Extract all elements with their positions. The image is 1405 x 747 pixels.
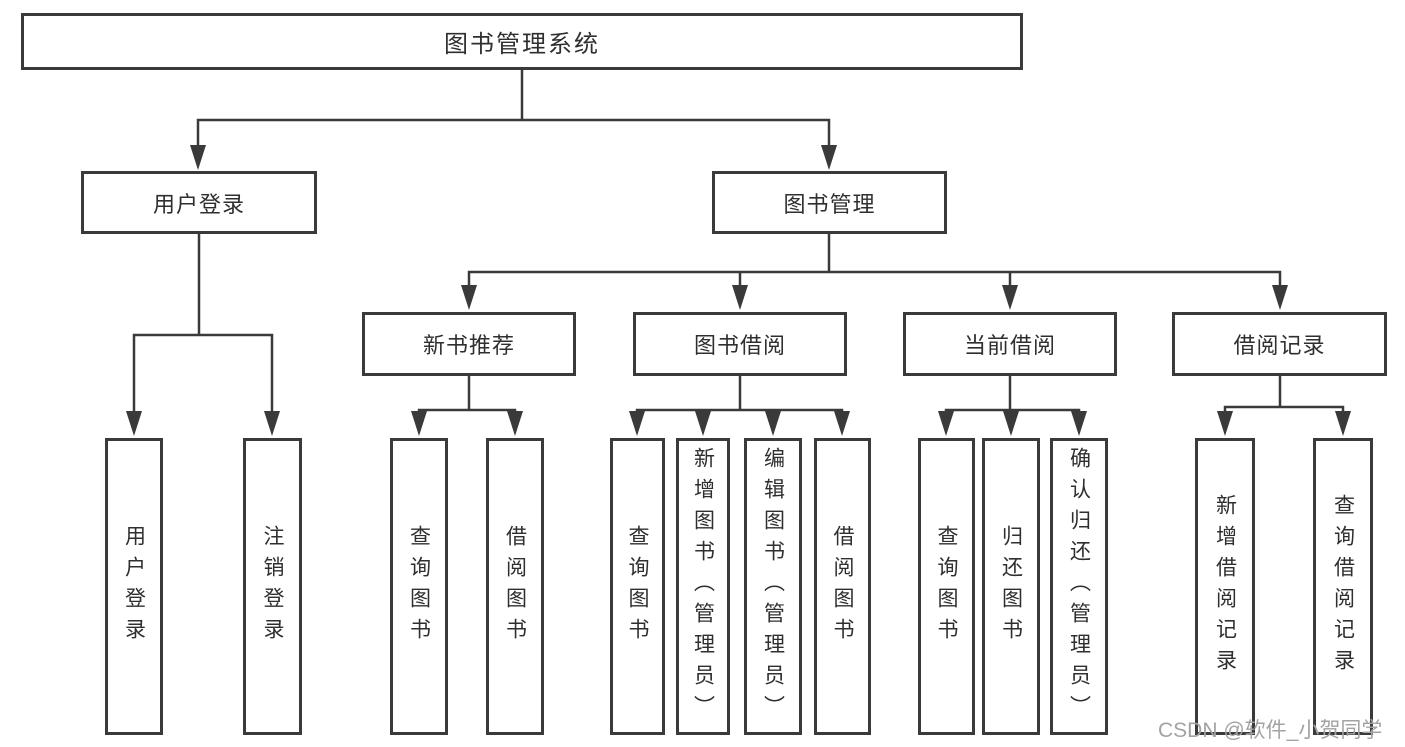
leaf-user-login: 用户登录 <box>105 438 163 735</box>
node-current-borrow: 当前借阅 <box>903 312 1117 376</box>
leaf-query-books-borrow: 查询图书 <box>610 438 665 735</box>
node-book-management: 图书管理 <box>712 171 947 234</box>
leaf-query-borrow-record: 查询借阅记录 <box>1313 438 1373 735</box>
leaf-borrow-books-recommend: 借阅图书 <box>486 438 544 735</box>
leaf-confirm-return-admin: 确认归还（管理员） <box>1050 438 1108 735</box>
leaf-add-book-admin: 新增图书（管理员） <box>676 438 730 735</box>
leaf-query-books-recommend: 查询图书 <box>390 438 448 735</box>
leaf-logout: 注销登录 <box>243 438 302 735</box>
csdn-watermark: CSDN @软件_小贺同学 <box>1158 719 1383 742</box>
leaf-borrow-book: 借阅图书 <box>814 438 871 735</box>
leaf-add-borrow-record: 新增借阅记录 <box>1195 438 1255 735</box>
leaf-query-books-current: 查询图书 <box>918 438 975 735</box>
leaf-edit-book-admin: 编辑图书（管理员） <box>744 438 802 735</box>
node-new-book-recommend: 新书推荐 <box>362 312 576 376</box>
node-book-borrow: 图书借阅 <box>633 312 847 376</box>
node-borrow-records: 借阅记录 <box>1172 312 1387 376</box>
leaf-return-book: 归还图书 <box>982 438 1040 735</box>
node-root-library-system: 图书管理系统 <box>21 13 1023 70</box>
node-user-login: 用户登录 <box>81 171 317 234</box>
